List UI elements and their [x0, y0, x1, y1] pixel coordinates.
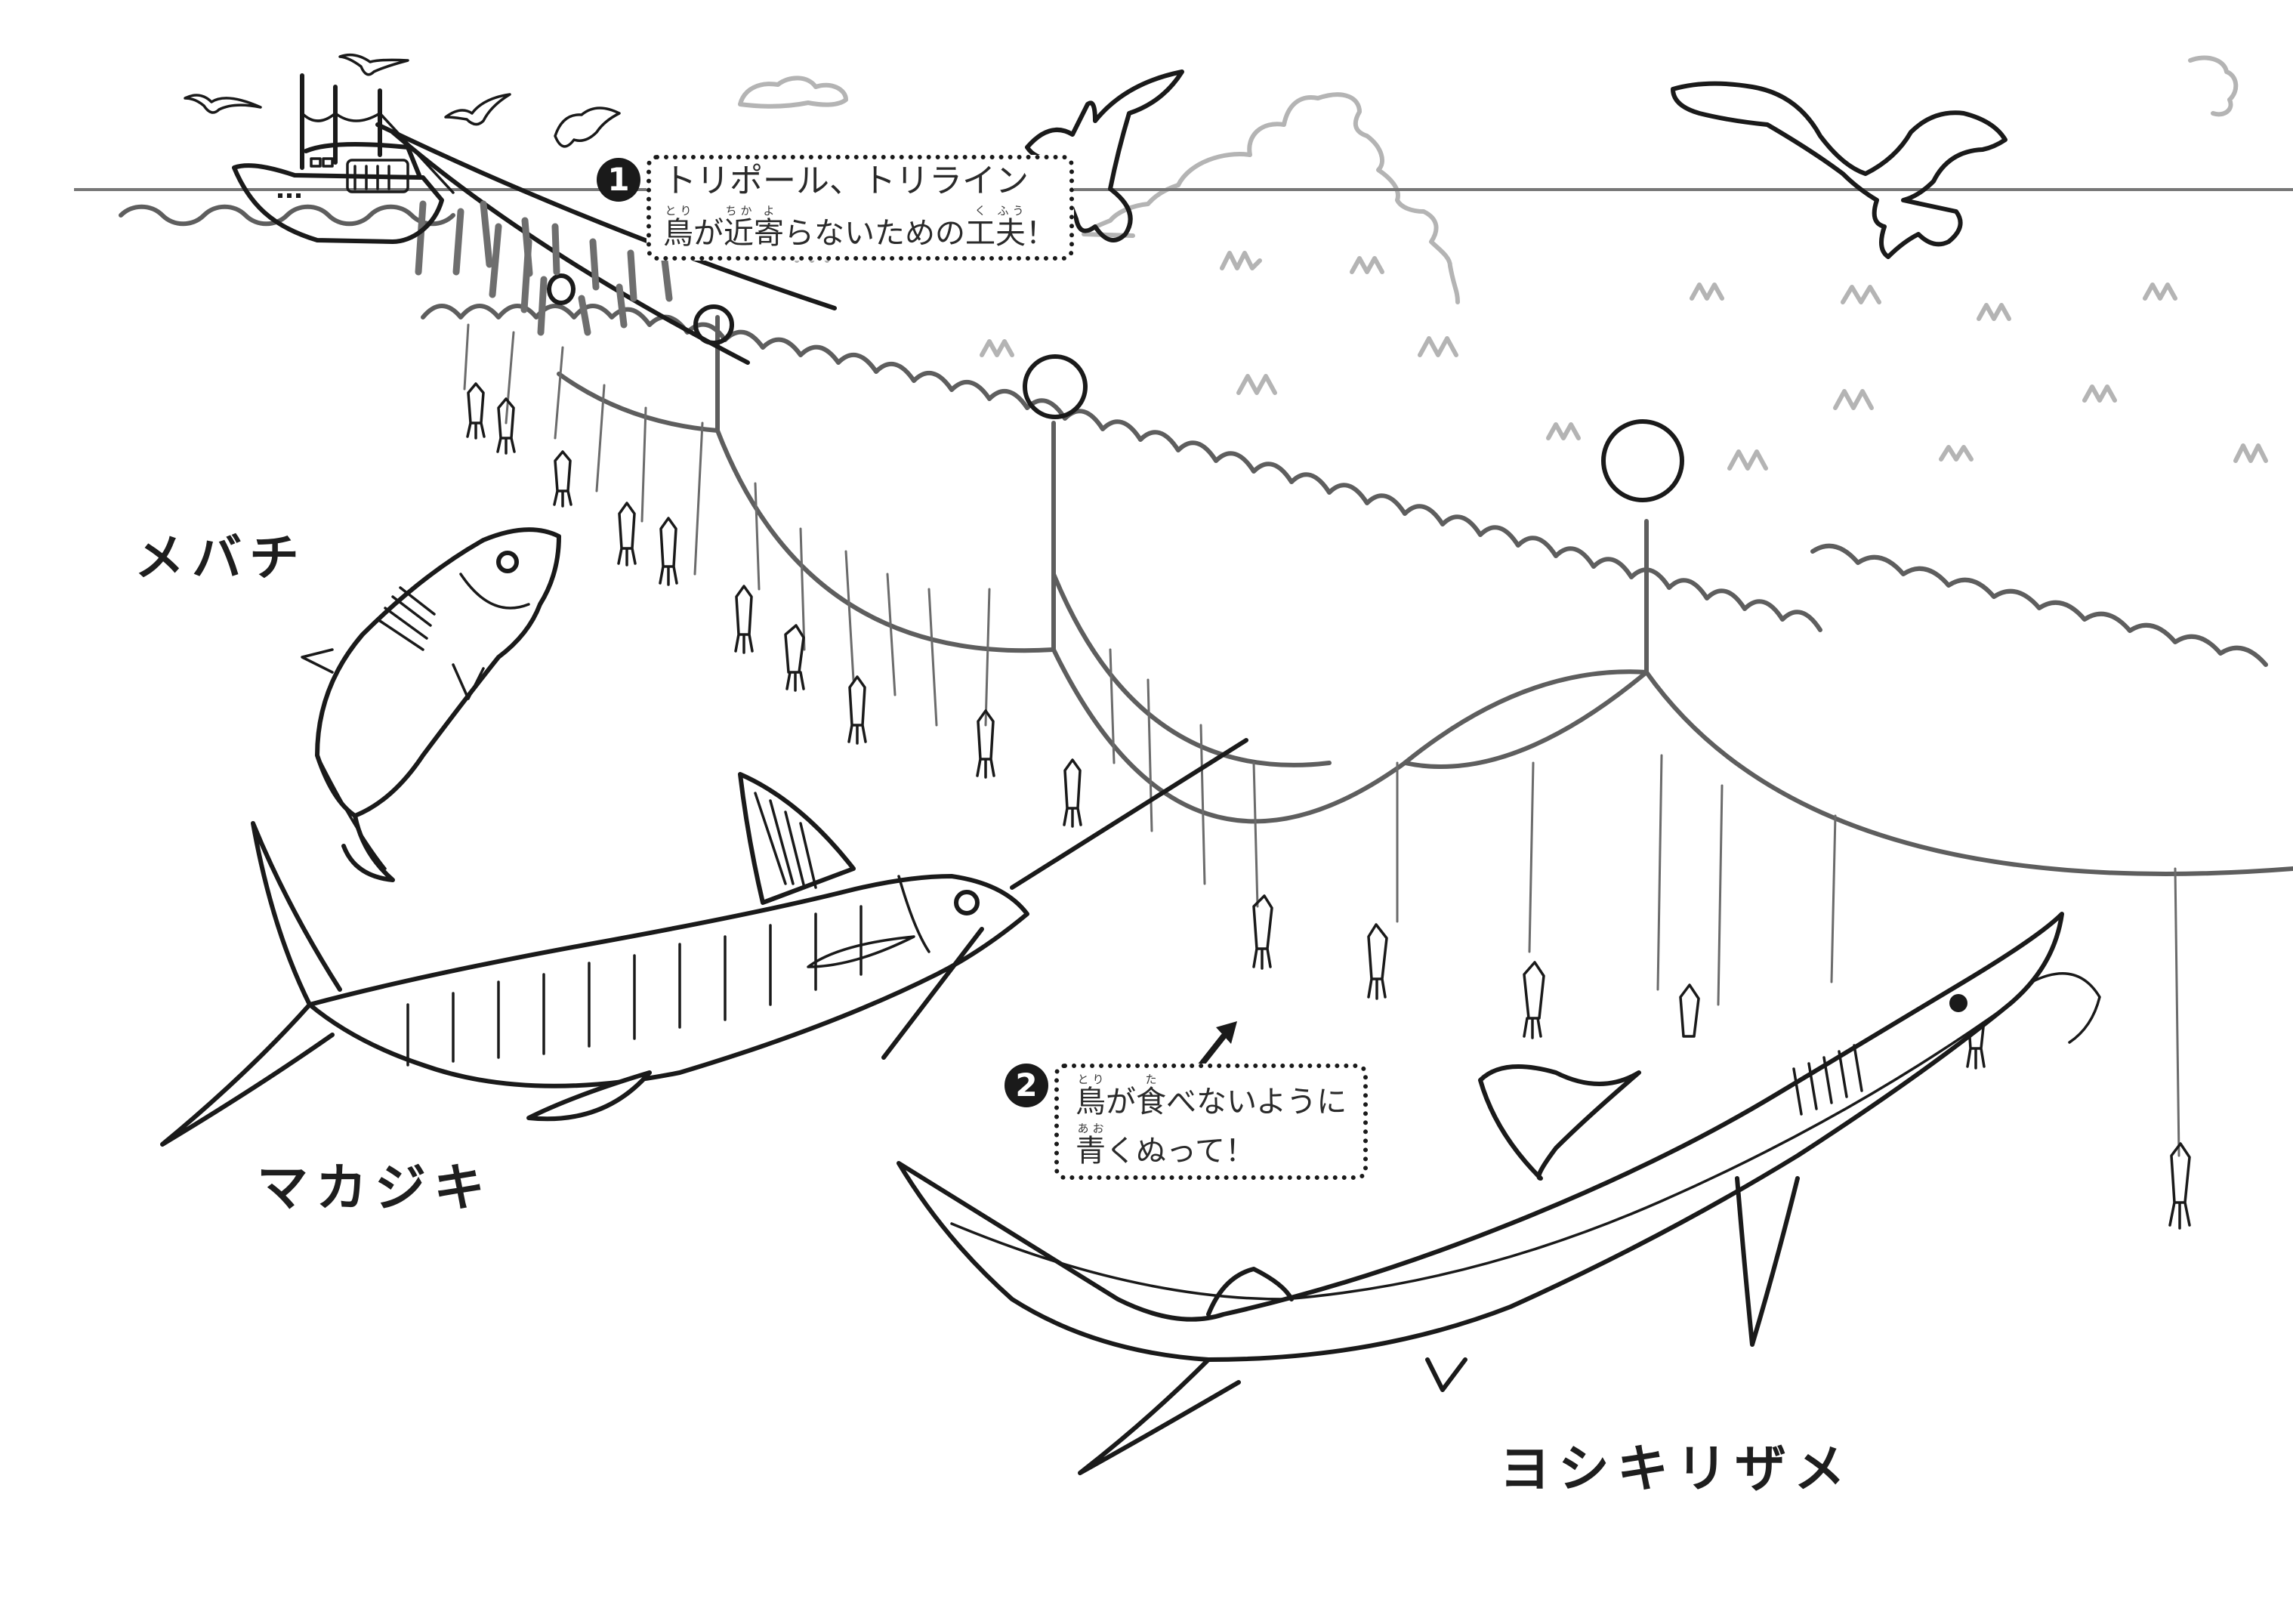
- furigana: く: [965, 203, 995, 218]
- callout-line-1: 鳥とりが食たべないように: [1076, 1073, 1347, 1119]
- number-badge: 1: [597, 158, 640, 202]
- float-buoy-icon: [547, 273, 576, 305]
- squid-bait-icon: [659, 517, 678, 586]
- cloud-large: [1082, 92, 1460, 304]
- furigana-segment: 鳥とり: [1076, 1074, 1106, 1119]
- furigana: ちか: [724, 203, 754, 218]
- bigeye-tuna-drawing: [301, 527, 561, 882]
- cloud-small-left: [738, 76, 848, 109]
- squid-bait-icon: [553, 450, 572, 508]
- striped-marlin-drawing: [160, 738, 1248, 1147]
- kanji: 寄: [754, 215, 784, 251]
- squid-bait-icon: [496, 397, 516, 455]
- cloud-small-right: [2188, 55, 2239, 117]
- tori-line: [375, 122, 837, 365]
- text-segment: くぬって！: [1106, 1134, 1255, 1169]
- kanji: 工: [965, 215, 995, 251]
- furigana-segment: 夫ふう: [995, 205, 1026, 251]
- float-buoy-icon: [1023, 354, 1088, 419]
- sea-surface-scallop: [421, 304, 1822, 632]
- squid-bait-icon: [1523, 961, 1545, 1039]
- shark-eye: [1949, 994, 1967, 1012]
- squid-bait-icon: [2168, 1142, 2191, 1230]
- text-segment: が: [693, 215, 724, 251]
- fishing-boat-icon: [232, 73, 455, 244]
- kanji: 鳥: [663, 215, 693, 251]
- species-label-blue-shark: ヨシキリザメ: [1499, 1440, 1853, 1499]
- callout-blue-bait: 鳥とりが食たべないように 青あおくぬって！: [1054, 1064, 1369, 1180]
- furigana-segment: 近ちか: [724, 205, 754, 251]
- furigana: あお: [1076, 1122, 1106, 1135]
- callout-tori-pole-group: 1 トリポール、トリライン 鳥とりが近ちか寄よらないための工く夫ふう！: [597, 155, 1074, 261]
- furigana: とり: [1076, 1073, 1106, 1086]
- arrow-icon: [1198, 1021, 1237, 1068]
- squid-bait-icon: [1063, 758, 1082, 828]
- squid-bait-icon: [617, 502, 637, 567]
- furigana: ふう: [995, 203, 1026, 218]
- kanji: 青: [1076, 1134, 1106, 1169]
- squid-baits: [466, 382, 2191, 1230]
- squid-bait-icon: [1679, 983, 1700, 1038]
- callout-heading: トリポール、トリライン: [663, 162, 1029, 200]
- furigana-segment: 工く: [965, 205, 995, 251]
- squid-bait-icon: [466, 382, 486, 440]
- distant-waves: [795, 247, 2268, 471]
- text-segment: ！: [1026, 215, 1056, 251]
- seabird-icon: [184, 53, 621, 148]
- text-segment: らないための: [784, 215, 965, 251]
- furigana: よ: [754, 203, 784, 218]
- blue-shark-drawing: [897, 912, 2101, 1475]
- furigana-segment: 食た: [1136, 1074, 1166, 1119]
- callout-tori-pole: トリポール、トリライン 鳥とりが近ちか寄よらないための工く夫ふう！: [647, 155, 1074, 261]
- furigana-segment: 青あお: [1076, 1123, 1106, 1169]
- callout-body: 鳥とりが近ちか寄よらないための工く夫ふう！: [663, 204, 1056, 250]
- species-label-bigeye-tuna: メバチ: [134, 529, 307, 587]
- float-buoy-icon: [1601, 419, 1684, 502]
- surface-wave-boat: [119, 204, 455, 227]
- furigana-segment: 寄よ: [754, 205, 784, 251]
- furigana: とり: [663, 203, 693, 218]
- sea-surface-scallop-lower: [1810, 543, 2268, 667]
- species-label-striped-marlin: マカジキ: [257, 1159, 493, 1218]
- text-segment: べないように: [1166, 1085, 1347, 1119]
- squid-bait-icon: [1252, 894, 1273, 970]
- kanji: 近: [724, 215, 754, 251]
- kanji: 鳥: [1076, 1085, 1106, 1119]
- text-segment: が: [1106, 1085, 1136, 1119]
- squid-bait-icon: [734, 585, 754, 654]
- kanji: 夫: [995, 215, 1026, 251]
- callout-line-2: 青あおくぬって！: [1076, 1122, 1255, 1169]
- callout-blue-bait-group: 2 鳥とりが食たべないように 青あおくぬって！: [1005, 1064, 1369, 1180]
- squid-bait-icon: [784, 624, 805, 692]
- branch-lines: [463, 323, 2180, 1157]
- squid-bait-icon: [976, 709, 995, 779]
- seabird-icon: [1671, 81, 2008, 259]
- furigana-segment: 鳥とり: [663, 205, 693, 251]
- squid-bait-icon: [847, 675, 867, 745]
- kanji: 食: [1136, 1085, 1166, 1119]
- number-badge: 2: [1005, 1064, 1048, 1107]
- furigana: た: [1136, 1073, 1166, 1086]
- squid-bait-icon: [1367, 923, 1388, 1000]
- mainline: [557, 315, 2293, 876]
